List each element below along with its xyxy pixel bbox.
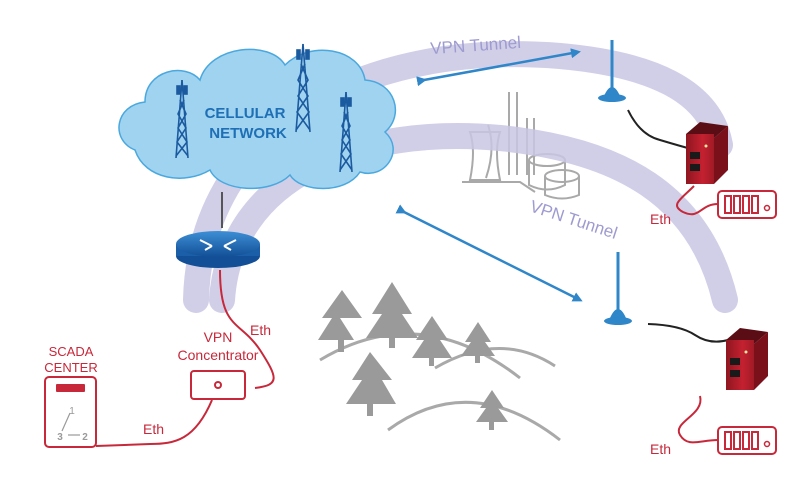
scada-node-3: 3 xyxy=(57,432,63,443)
scada-center-device xyxy=(44,376,97,448)
router-icon xyxy=(176,192,260,268)
field-meter-device xyxy=(717,190,777,219)
eth-cable-top-rtu xyxy=(676,185,719,216)
antenna-cable xyxy=(647,323,729,343)
field-meter-device xyxy=(717,426,777,455)
rtu-device xyxy=(686,122,728,184)
vpn-arrow-lower xyxy=(395,204,583,302)
vpn-arrow-upper xyxy=(416,48,581,87)
eth-label: Eth xyxy=(650,441,671,457)
vpn-concentrator-label-line1: VPN xyxy=(204,329,233,345)
scada-node-1: 1 xyxy=(69,406,75,417)
eth-cable-router-to-concentrator xyxy=(219,269,275,389)
rtu-device xyxy=(726,328,768,390)
cell-tower-icon xyxy=(175,43,353,173)
eth-cable-bottom-rtu xyxy=(677,395,719,444)
vpn-tunnel-lower-band xyxy=(209,123,738,313)
vpn-concentrator-device xyxy=(190,370,246,400)
scada-label-line1: SCADA xyxy=(49,344,94,359)
cloud-label-line1: CELLULAR xyxy=(205,105,286,122)
scada-node-2: 2 xyxy=(82,432,88,443)
vpn-concentrator-label-line2: Concentrator xyxy=(178,347,259,363)
eth-cable-concentrator-to-scada xyxy=(95,399,213,447)
antenna-cable xyxy=(627,109,696,151)
antenna-icon xyxy=(604,252,632,325)
antenna-icon xyxy=(598,40,626,102)
cloud-label-line2: NETWORK xyxy=(209,125,287,142)
hills-and-trees-icon xyxy=(318,282,561,442)
eth-label: Eth xyxy=(250,322,271,338)
vpn-tunnel-lower-label: VPN Tunnel xyxy=(528,197,620,243)
scada-label-line2: CENTER xyxy=(44,360,97,375)
eth-label: Eth xyxy=(143,421,164,437)
eth-label: Eth xyxy=(650,211,671,227)
